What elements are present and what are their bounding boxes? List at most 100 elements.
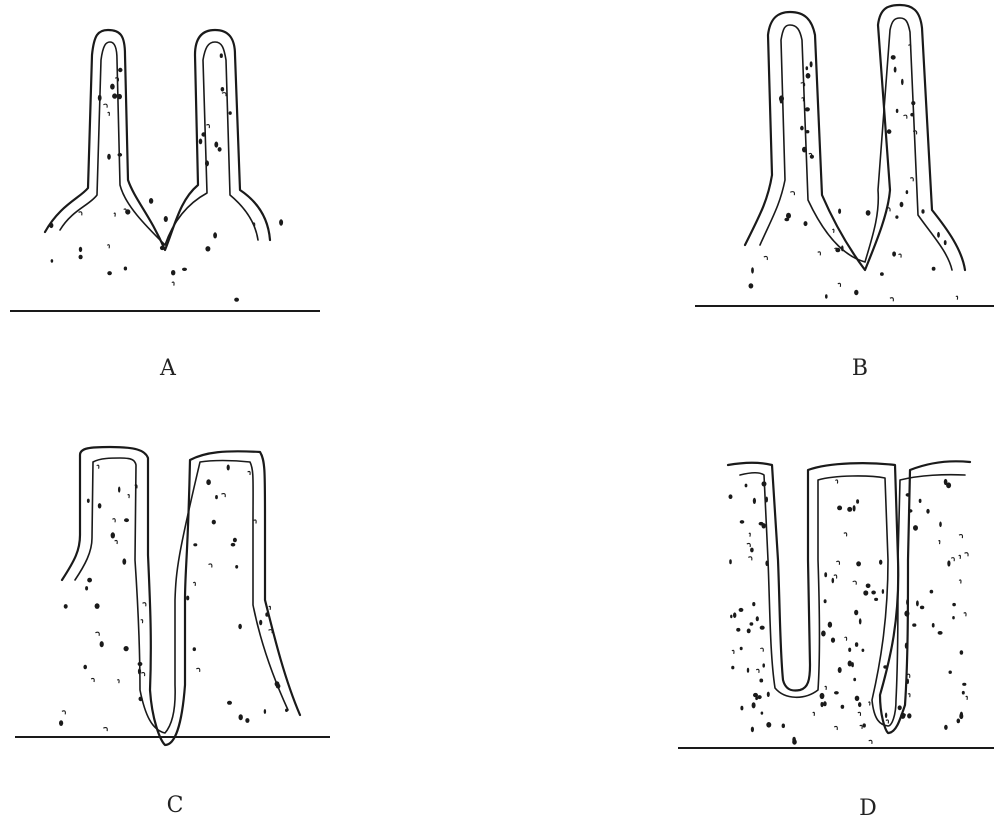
cell-nucleus	[172, 282, 174, 286]
cell-nucleus	[138, 668, 141, 674]
cell-nucleus	[904, 611, 909, 617]
cell-nucleus	[91, 678, 94, 682]
cell-nucleus	[858, 712, 861, 716]
cell-nucleus	[780, 98, 783, 104]
cell-nucleus	[97, 465, 99, 469]
cell-nucleus	[891, 55, 896, 60]
cell-nucleus	[747, 668, 749, 673]
cell-nucleus	[751, 267, 754, 273]
cell-nucleus	[285, 709, 288, 712]
cell-nucleus	[853, 505, 856, 511]
cell-nucleus	[854, 610, 858, 616]
cell-nucleus	[115, 540, 118, 544]
cell-nucleus	[79, 255, 83, 260]
cell-nucleus	[196, 668, 199, 672]
cell-nucleus	[87, 499, 90, 503]
cell-nucleus	[87, 578, 92, 583]
cell-nucleus	[227, 701, 232, 705]
cell-nucleus	[83, 665, 87, 670]
cell-nucleus	[753, 693, 758, 697]
cell-nucleus	[760, 626, 765, 630]
cell-nucleus	[124, 646, 129, 651]
cell-nucleus	[750, 548, 754, 553]
cell-nucleus	[64, 604, 68, 609]
cell-nucleus	[885, 713, 887, 719]
cell-nucleus	[749, 283, 754, 288]
panel-d-nuclei	[729, 479, 969, 745]
cell-nucleus	[926, 509, 929, 514]
cell-nucleus	[890, 298, 893, 302]
cell-nucleus	[756, 616, 759, 621]
cell-nucleus	[813, 712, 815, 716]
cell-nucleus	[733, 612, 736, 618]
cell-nucleus	[107, 271, 112, 275]
cell-nucleus	[792, 739, 797, 744]
cell-nucleus	[908, 694, 910, 698]
cell-nucleus	[939, 541, 940, 545]
cell-nucleus	[201, 132, 205, 136]
cell-nucleus	[762, 523, 766, 528]
cell-nucleus	[845, 637, 847, 641]
cell-nucleus	[49, 223, 53, 228]
panel-b: B	[695, 5, 994, 381]
cell-nucleus	[218, 147, 222, 152]
cell-nucleus	[193, 647, 196, 651]
panel-c-label: C	[167, 793, 184, 818]
cell-nucleus	[856, 561, 861, 566]
cell-nucleus	[766, 722, 771, 728]
cell-nucleus	[882, 589, 884, 594]
cell-nucleus	[141, 673, 144, 677]
cell-nucleus	[947, 560, 950, 566]
cell-nucleus	[95, 603, 100, 609]
cell-nucleus	[114, 213, 115, 217]
cell-nucleus	[239, 714, 243, 720]
cell-nucleus	[730, 615, 732, 619]
cell-nucleus	[910, 178, 913, 182]
cell-nucleus	[279, 219, 283, 225]
cell-nucleus	[221, 87, 225, 92]
cell-nucleus	[206, 125, 209, 129]
cell-nucleus	[960, 712, 963, 718]
cell-nucleus	[949, 671, 952, 674]
cell-nucleus	[164, 216, 168, 222]
cell-nucleus	[124, 209, 126, 213]
cell-nucleus	[901, 79, 904, 85]
cell-nucleus	[844, 533, 847, 537]
panel-a-nuclei	[49, 53, 283, 301]
cell-nucleus	[193, 543, 197, 546]
cell-nucleus	[800, 126, 804, 131]
cell-nucleus	[111, 532, 115, 538]
cell-nucleus	[62, 711, 65, 715]
cell-nucleus	[944, 240, 947, 245]
cell-nucleus	[805, 130, 809, 133]
cell-nucleus	[883, 665, 887, 668]
panel-b-label: B	[852, 356, 868, 381]
cell-nucleus	[900, 202, 904, 207]
cell-nucleus	[762, 481, 767, 486]
cell-nucleus	[859, 618, 862, 624]
cell-nucleus	[118, 68, 122, 72]
cell-nucleus	[98, 95, 102, 101]
cell-nucleus	[731, 666, 734, 670]
panel-d-epithelium-outer	[728, 461, 970, 733]
cell-nucleus	[767, 692, 770, 697]
cell-nucleus	[863, 590, 868, 595]
cell-nucleus	[107, 245, 109, 249]
cell-nucleus	[739, 608, 744, 612]
cell-nucleus	[765, 497, 768, 503]
cell-nucleus	[100, 641, 104, 647]
cell-nucleus	[959, 535, 962, 539]
cell-nucleus	[128, 495, 130, 499]
cell-nucleus	[944, 725, 948, 730]
cell-nucleus	[235, 565, 238, 569]
cell-nucleus	[804, 221, 808, 226]
cell-nucleus	[824, 572, 827, 577]
cell-nucleus	[818, 252, 821, 256]
cell-nucleus	[214, 142, 218, 148]
cell-nucleus	[79, 247, 82, 252]
cell-nucleus	[937, 232, 940, 238]
cell-nucleus	[248, 471, 251, 475]
panel-a: A	[10, 30, 320, 381]
cell-nucleus	[206, 479, 211, 485]
cell-nucleus	[806, 73, 811, 79]
